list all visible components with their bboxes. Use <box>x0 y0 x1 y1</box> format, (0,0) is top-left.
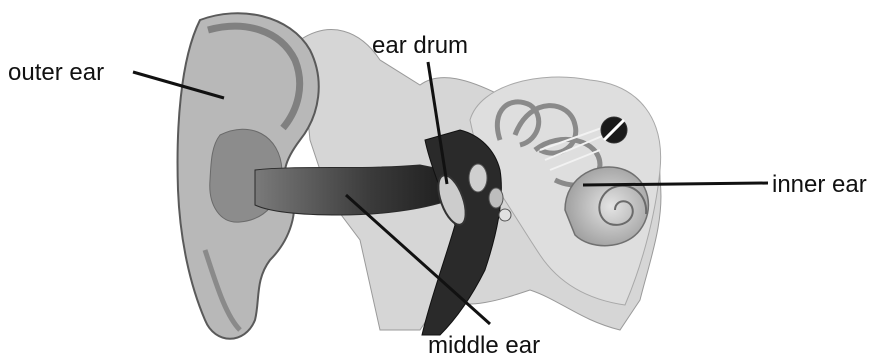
ear-canal <box>255 165 450 215</box>
ossicle-stapes <box>499 209 511 221</box>
ossicle-malleus <box>469 164 487 192</box>
label-ear-drum: ear drum <box>372 34 468 58</box>
label-outer-ear: outer ear <box>8 61 104 85</box>
ossicle-incus <box>489 188 503 208</box>
label-inner-ear: inner ear <box>772 173 867 197</box>
label-middle-ear: middle ear <box>428 334 540 358</box>
leader-inner-ear <box>583 183 768 185</box>
cochlea <box>565 167 648 246</box>
